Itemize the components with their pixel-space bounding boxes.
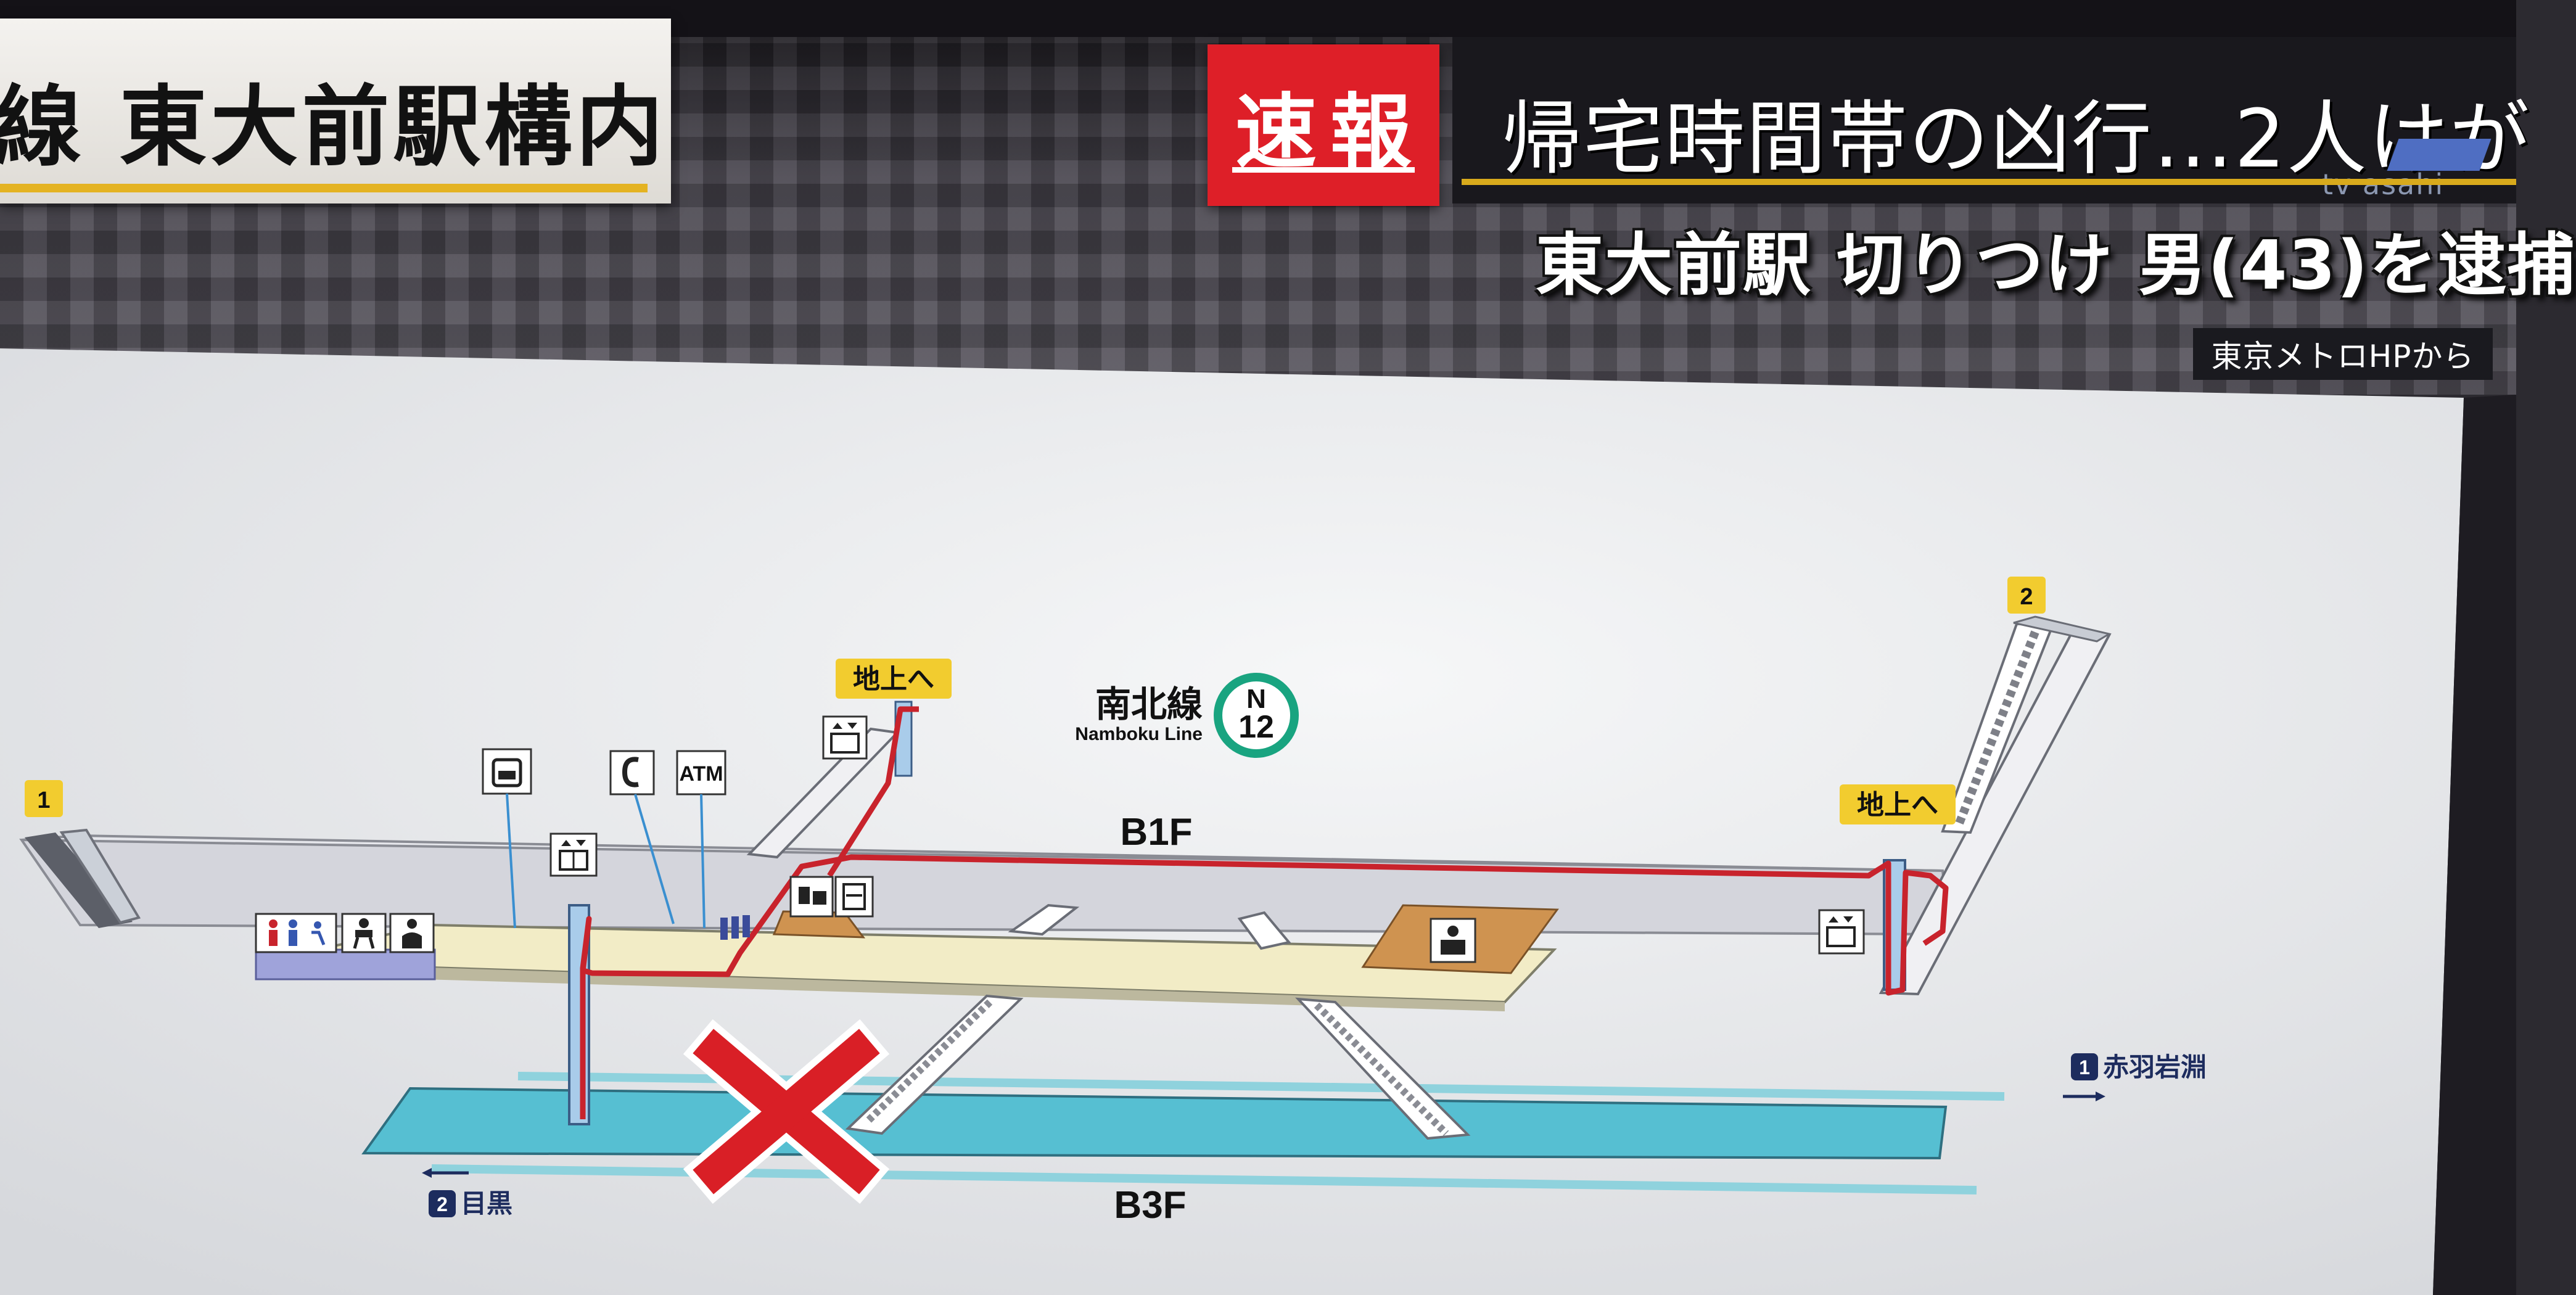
headline-underline [1462, 179, 2516, 185]
elevator-icon-surface-left [822, 715, 868, 760]
line-code-badge [1214, 673, 1299, 758]
exit-1-stairs [25, 828, 141, 928]
to-surface-label-left: 地上へ [853, 664, 934, 695]
elevator-icon-surface-right [1818, 909, 1865, 955]
subheadline-text: 東大前駅 切りつけ 男(43)を逮捕 [1536, 226, 2576, 305]
phone-icon [609, 750, 675, 924]
badge-underline [1232, 167, 1415, 173]
line-name-en: Namboku Line [1075, 724, 1203, 744]
elevator-icon [549, 832, 598, 877]
baby-care-icon [341, 913, 387, 953]
floor-label-b1f: B1F [1120, 811, 1192, 853]
exit-1-badge [25, 780, 63, 817]
direction-right-label: 赤羽岩淵 [2103, 1052, 2207, 1082]
direction-meguro: 2 目黒 [422, 1168, 512, 1219]
title-underline [0, 184, 648, 192]
floor-label-b3f: B3F [1114, 1184, 1186, 1227]
locker-icon [482, 748, 532, 929]
incident-location-mark [683, 1019, 890, 1204]
headline-bar [1452, 37, 2516, 204]
atm-label: ATM [679, 762, 723, 786]
to-surface-badge-left [836, 659, 952, 699]
board-right-shadow [2433, 395, 2516, 1295]
ticket-gate-icon [720, 915, 750, 940]
exit-2-number: 2 [2020, 584, 2033, 610]
breaking-news-badge: 速報 [1208, 44, 1439, 206]
station-staff-icon [1430, 918, 1476, 963]
toilet-icon [255, 913, 337, 953]
barrier-free-route-up [827, 706, 919, 878]
to-surface-label-right: 地上へ [1857, 789, 1938, 821]
exit-2-badge [2007, 577, 2046, 614]
line-code-number: 12 [1238, 709, 1274, 745]
stair-mid [1008, 903, 1291, 950]
map-board [0, 348, 2464, 1295]
station-title: 線 東大前駅構内 [0, 76, 667, 178]
direction-right-number: 1 [2079, 1056, 2090, 1079]
line-code-letter: N [1246, 684, 1266, 714]
station-map: ATM 地上へ 地上へ 1 [0, 348, 2516, 1295]
to-surface-badge-right [1840, 784, 1956, 824]
facility-block [255, 948, 436, 980]
exit-1-number: 1 [37, 787, 50, 813]
source-credit: 東京メトロHPから [2193, 328, 2493, 380]
breaking-news-label: 速報 [1235, 84, 1425, 180]
direction-akabane-iwabuchi: 1 赤羽岩淵 [2063, 1052, 2207, 1101]
line-name: 南北線 [1095, 683, 1203, 725]
atm-icon: ATM [676, 750, 726, 929]
headline-text: 帰宅時間帯の凶行…2人けが [1502, 92, 2531, 186]
direction-left-label: 目黒 [461, 1188, 512, 1219]
escalator-left [845, 994, 1024, 1135]
barrier-free-route [580, 854, 1949, 1119]
title-panel: 線 東大前駅構内 [0, 18, 671, 204]
nursing-room-icon [389, 913, 435, 953]
ticket-machine-icon [789, 876, 874, 918]
escalator-right [1295, 997, 1471, 1140]
direction-left-number: 2 [437, 1193, 448, 1215]
